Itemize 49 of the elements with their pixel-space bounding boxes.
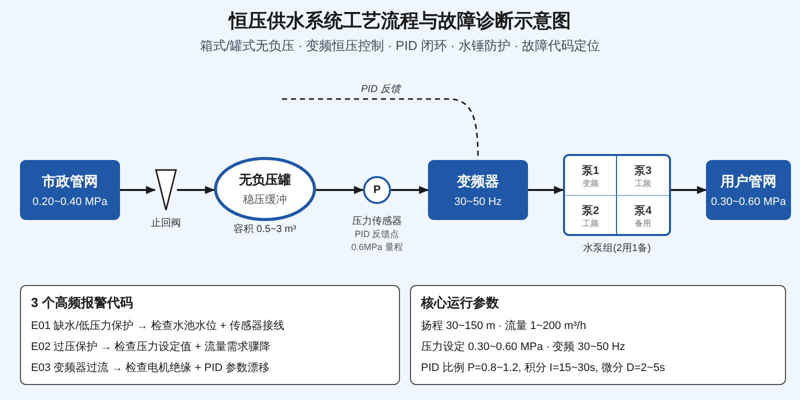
node-caption: PID 反馈点 <box>354 228 400 241</box>
pump-mode: 变频 <box>582 178 598 188</box>
box-title: 市政管网 <box>42 172 98 190</box>
info-panel <box>20 285 400 385</box>
tank-subtitle: 稳压缓冲 <box>243 193 287 207</box>
node-caption: 止回阀 <box>151 216 181 230</box>
arrow <box>528 186 564 194</box>
pump-group-frame <box>563 154 671 236</box>
pump-mode: 工频 <box>582 218 598 229</box>
arrow <box>177 186 215 194</box>
pump-label: 泵2 <box>582 204 600 218</box>
panel-text: E02 过压保护 → 检查压力设定值 + 流量需求骤降 <box>31 340 272 354</box>
node-caption: 容积 0.5~3 m³ <box>234 222 296 236</box>
arrow <box>671 186 707 194</box>
box-subtitle: 0.20~0.40 MPa <box>32 196 108 208</box>
arrow <box>391 186 429 194</box>
edge-label: PID 反馈 <box>361 82 400 96</box>
arrow <box>316 186 364 194</box>
process-box <box>428 160 528 220</box>
process-box <box>20 160 120 220</box>
arrow <box>120 186 156 194</box>
pump-label: 泵1 <box>582 164 600 178</box>
pump-mode: 工频 <box>635 178 651 188</box>
sensor-circle: P <box>363 176 391 204</box>
tank-ellipse <box>214 157 316 221</box>
pump-label: 泵3 <box>634 164 652 178</box>
panel-heading: 3 个高频报警代码 <box>31 294 134 312</box>
panel-text: PID 比例 P=0.8~1.2, 积分 I=15~30s, 微分 D=2~5s <box>421 361 666 375</box>
diagram-title: 恒压供水系统工艺流程与故障诊断示意图 <box>229 10 571 34</box>
node-caption: 压力传感器 <box>352 214 402 228</box>
panel-heading: 核心运行参数 <box>421 294 500 312</box>
panel-text: 扬程 30~150 m · 流量 1~200 m³/h <box>421 318 588 333</box>
node-caption: 水泵组(2用1备) <box>583 242 651 255</box>
box-subtitle: 0.30~0.60 MPa <box>711 196 786 208</box>
node-caption: 0.6MPa 量程 <box>351 241 403 254</box>
pump-mode: 备用 <box>635 218 651 229</box>
process-box <box>706 160 791 220</box>
tank-title: 无负压罐 <box>239 171 291 189</box>
info-panel <box>410 285 786 385</box>
box-title: 用户管网 <box>720 172 776 190</box>
panel-text: 压力设定 0.30~0.60 MPa · 变频 30~50 Hz <box>421 340 626 354</box>
check-valve-symbol <box>155 169 177 211</box>
panel-text: E03 变频器过流 → 检查电机绝缘 + PID 参数漂移 <box>31 360 271 375</box>
box-title: 变频器 <box>457 172 499 190</box>
panel-text: E01 缺水/低压力保护 → 检查水池水位 + 传感器接线 <box>31 318 286 333</box>
pump-cell <box>565 156 617 196</box>
pump-label: 泵4 <box>634 204 652 218</box>
box-subtitle: 30~50 Hz <box>454 196 502 208</box>
diagram-subtitle: 箱式/罐式无负压 · 变频恒压控制 · PID 闭环 · 水锤防护 · 故障代码定位 <box>200 37 600 55</box>
